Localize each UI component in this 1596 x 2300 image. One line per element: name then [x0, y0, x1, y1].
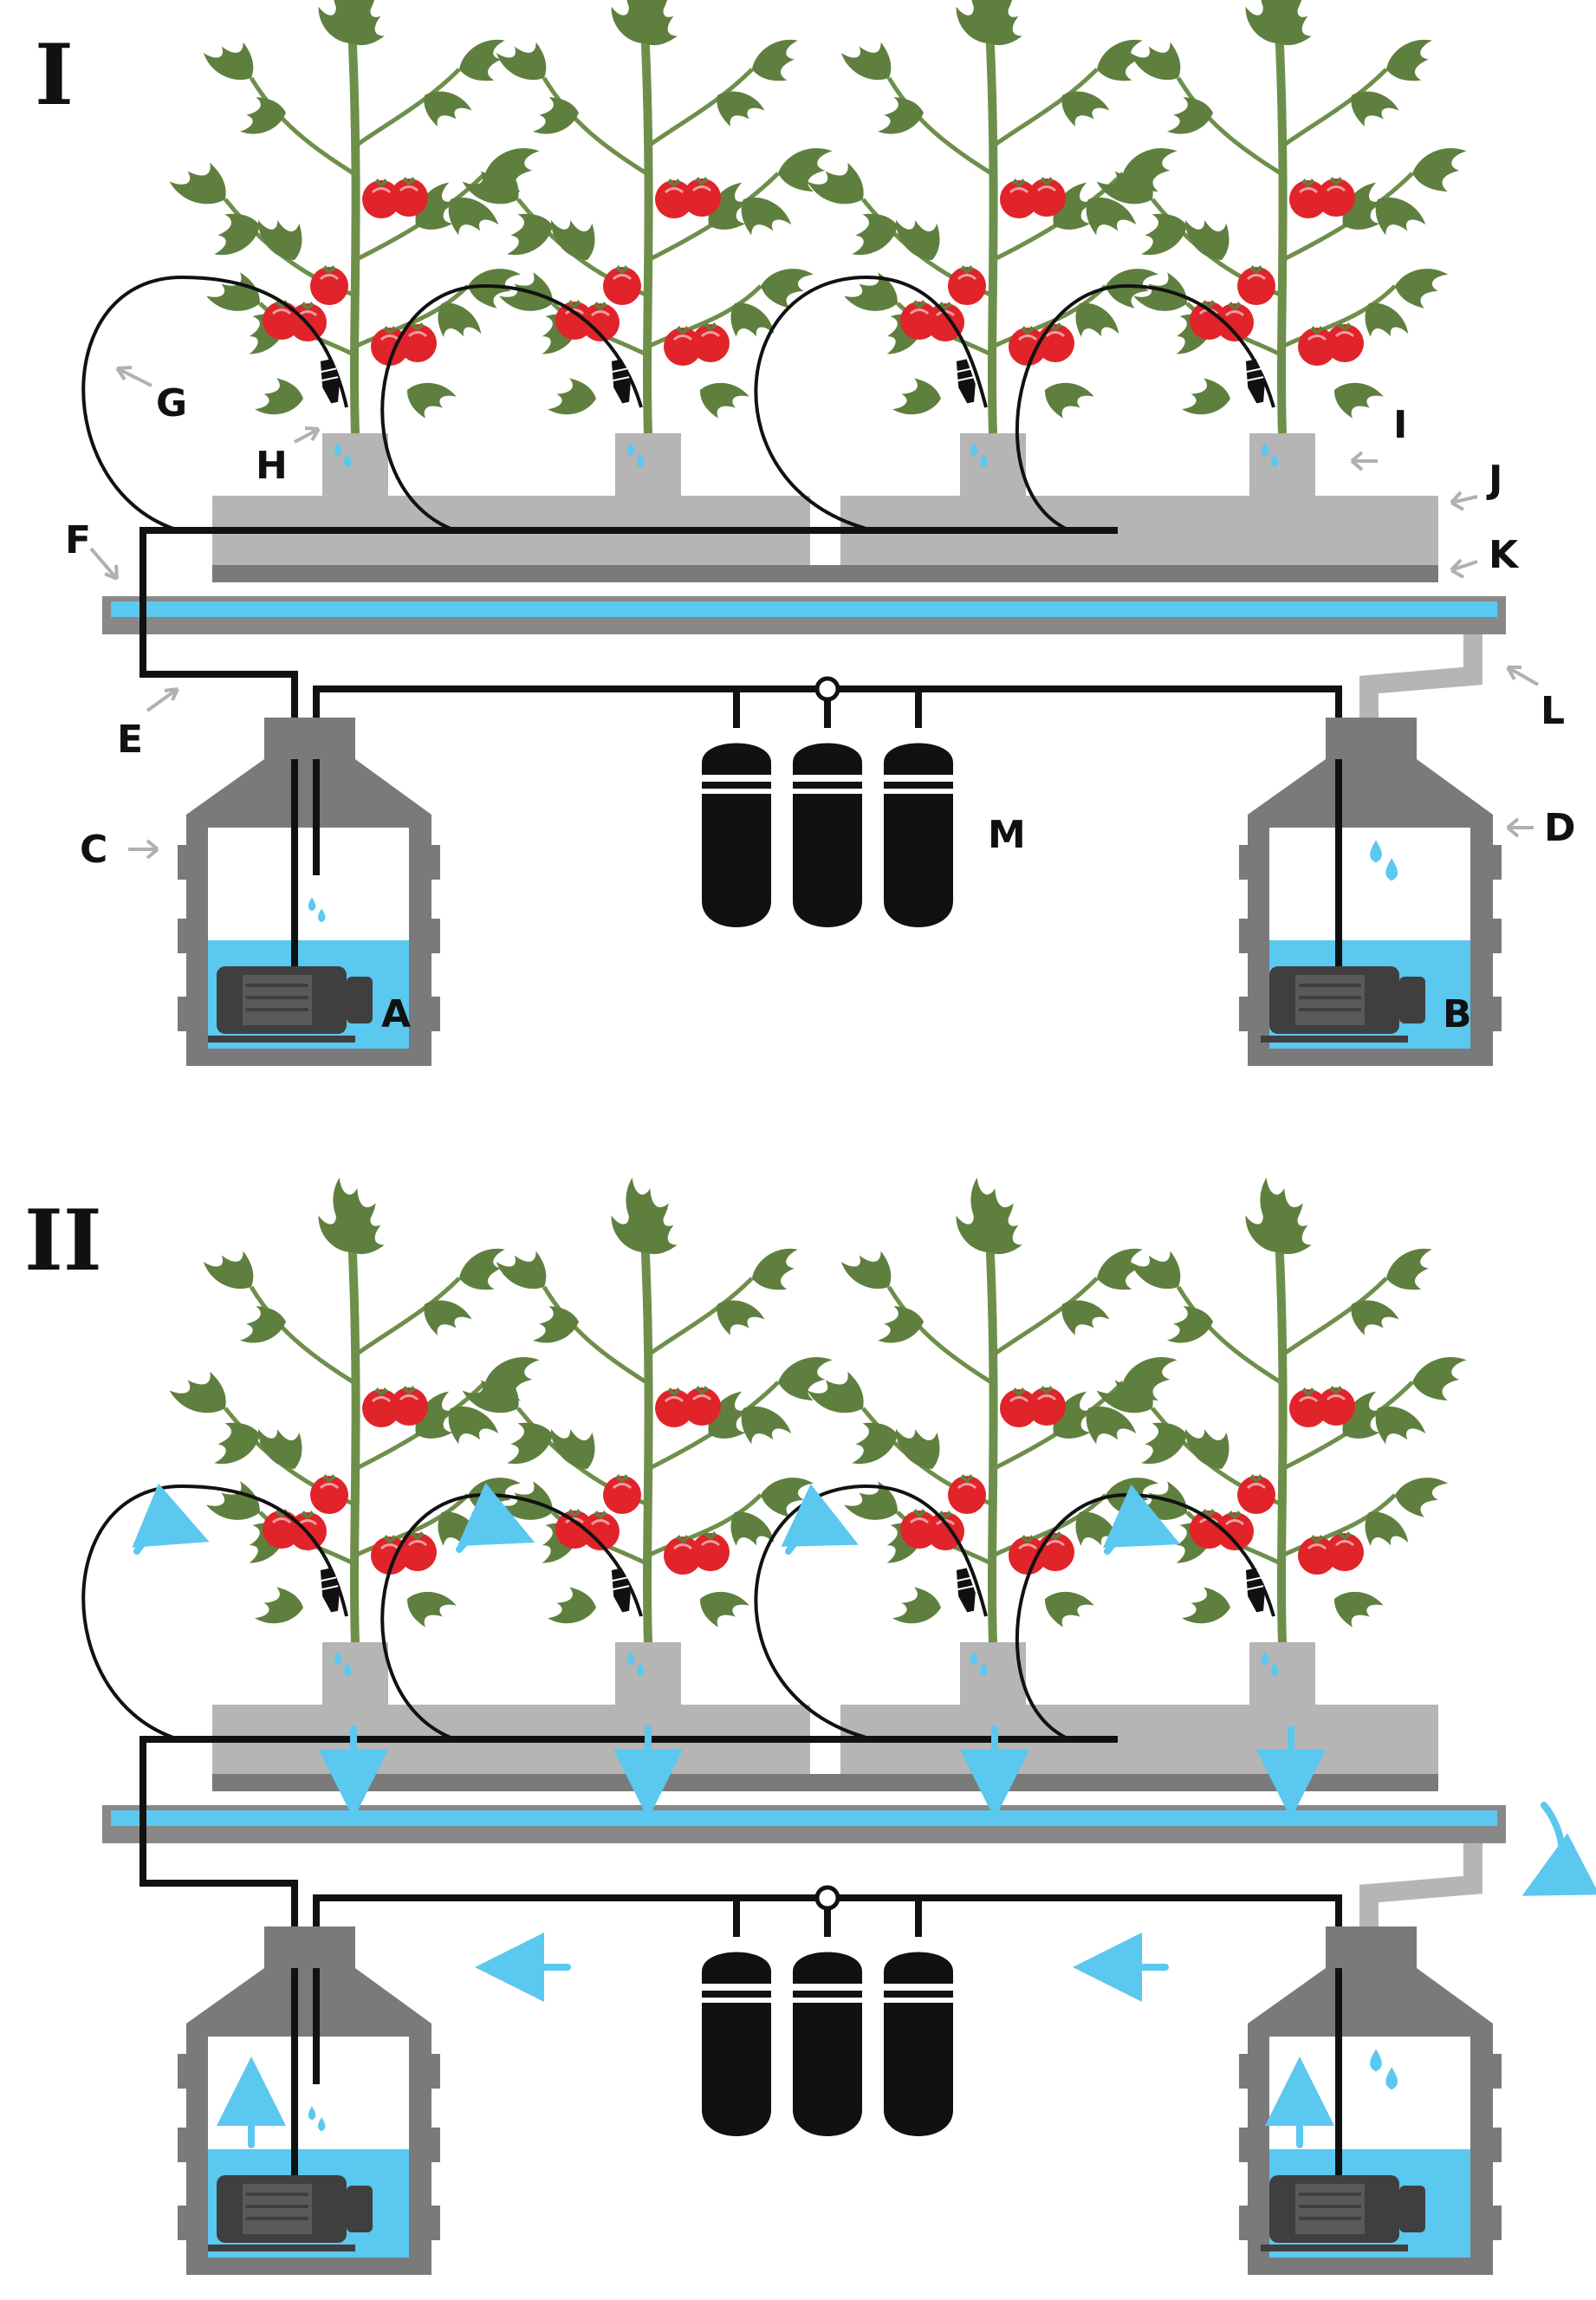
label-C: C [80, 828, 107, 872]
label-B: B [1443, 992, 1472, 1036]
panel-1: I [35, 0, 1576, 1066]
label-K: K [1489, 533, 1520, 577]
tray-water [111, 601, 1497, 617]
flow-arrows [132, 1482, 1596, 2148]
reservoir-left [178, 718, 440, 1066]
pot-3 [960, 433, 1026, 498]
label-J: J [1486, 458, 1502, 502]
pot-1 [322, 433, 388, 498]
label-F: F [65, 518, 91, 562]
drip-line-loops [81, 275, 1275, 530]
trough-base [212, 565, 1438, 582]
panel-1-title: I [35, 26, 74, 124]
pot-4 [1249, 433, 1315, 498]
pot-2 [615, 433, 681, 498]
panel-2: II [24, 1173, 1596, 2275]
label-H: H [256, 444, 288, 488]
label-M: M [988, 813, 1026, 857]
label-E: E [117, 718, 143, 762]
label-I: I [1393, 403, 1407, 447]
panel-2-title: II [24, 1192, 102, 1290]
reservoir-right [1239, 718, 1502, 1066]
label-A: A [381, 992, 411, 1036]
label-L: L [1541, 689, 1565, 733]
label-D: D [1544, 806, 1576, 850]
label-G: G [156, 381, 187, 426]
